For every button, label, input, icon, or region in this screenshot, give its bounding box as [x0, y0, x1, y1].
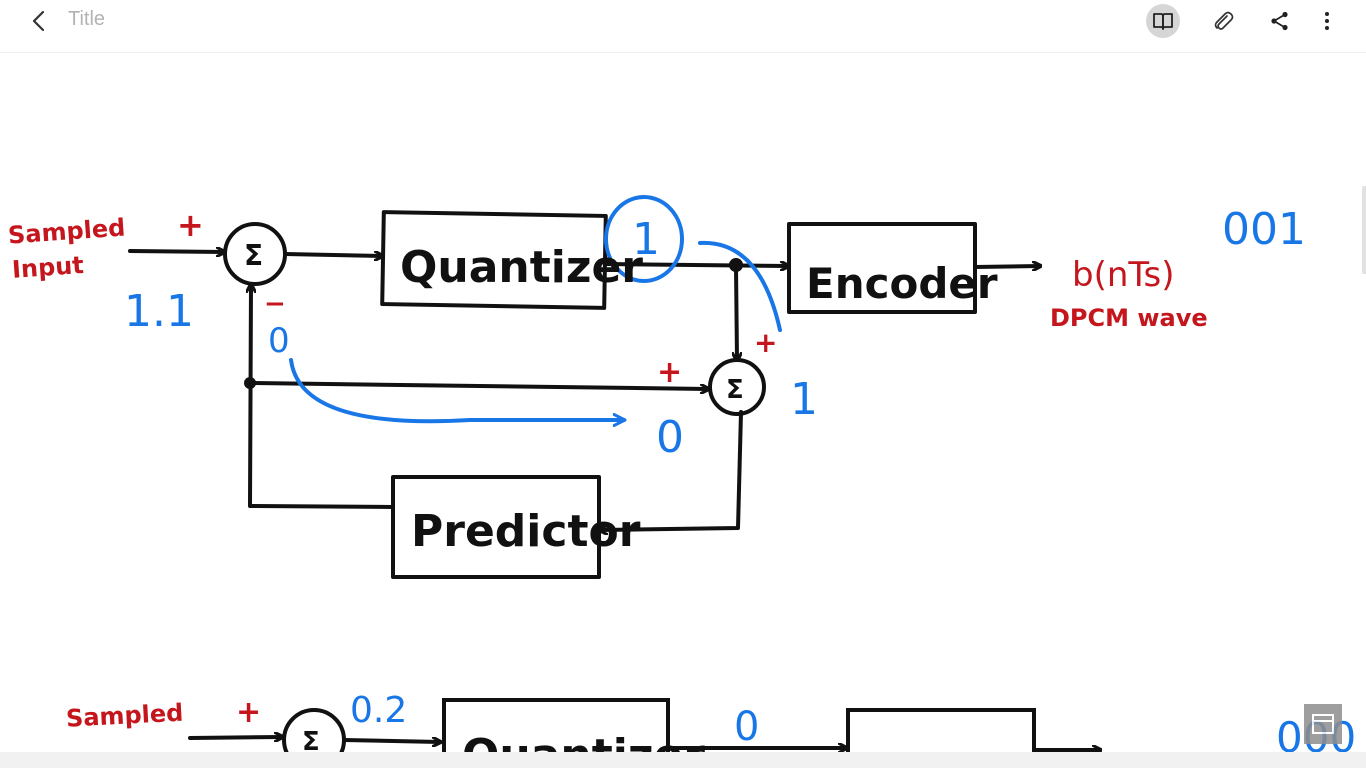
branch-to-sum2-arrow [736, 265, 737, 360]
predictor-label: Predictor [411, 506, 641, 557]
output-wave-label: DPCM wave [1050, 304, 1208, 332]
share-button[interactable] [1263, 4, 1297, 38]
bottom-quantizer-block [442, 698, 670, 752]
more-options-button[interactable] [1310, 4, 1344, 38]
bottom-strip [0, 752, 1366, 768]
scroll-handle[interactable] [1362, 186, 1366, 274]
input-value: 1.1 [124, 286, 194, 337]
top-toolbar: Title [0, 0, 1366, 53]
sum2-symbol: Σ [726, 375, 744, 405]
reading-mode-button[interactable] [1146, 4, 1180, 38]
more-vert-icon [1325, 12, 1329, 30]
predictor-to-sum1-arrow [250, 285, 395, 509]
bottom-encoder-block [846, 708, 1036, 752]
sum1-symbol: Σ [244, 239, 263, 272]
code-word: 001 [1222, 204, 1306, 255]
book-icon [1153, 13, 1173, 30]
blue-annotations-top [289, 195, 782, 421]
dpcm-diagram-top [128, 210, 1040, 579]
sum2-output-value: 1 [790, 374, 818, 425]
plus-sign-1: + [177, 206, 204, 244]
predictor-path-arrow [289, 358, 624, 421]
predictor-input-value: 0 [656, 412, 684, 463]
quantizer-to-encoder-arrow [604, 264, 788, 266]
page-thumbnail-icon [1312, 714, 1334, 734]
minus-sign-1: − [264, 289, 286, 319]
plus-sign-2a: + [754, 326, 777, 359]
bottom-sum-symbol: Σ [302, 727, 320, 752]
correction-stroke [698, 240, 782, 332]
note-title[interactable]: Title [68, 8, 106, 30]
attach-button[interactable] [1206, 4, 1240, 38]
input-label-line1: Sampled [7, 213, 126, 249]
sum-to-quantizer-arrow [283, 254, 382, 256]
sum2-to-predictor-arrow [600, 410, 743, 530]
dpcm-diagram-bottom [188, 698, 1102, 752]
quantizer-label: Quantizer [400, 242, 643, 293]
plus-sign-2b: + [657, 355, 682, 390]
page-thumbnail-button[interactable] [1304, 704, 1342, 744]
quantizer-output-value: 1 [632, 214, 660, 265]
input-label-line2: Input [11, 251, 85, 284]
bottom-quantizer-output: 0 [734, 704, 759, 750]
encoder-label: Encoder [806, 259, 998, 308]
quantizer-block [380, 210, 608, 310]
feedback-value: 0 [268, 321, 290, 361]
feedback-to-sum2-arrow [248, 381, 708, 389]
bottom-sum-to-quantizer-arrow [342, 740, 440, 742]
paperclip-icon [1214, 11, 1234, 30]
back-button[interactable] [22, 6, 56, 36]
encoder-output-arrow [973, 266, 1040, 267]
bottom-error-value: 0.2 [350, 690, 407, 731]
bottom-input-label: Sampled [65, 699, 184, 733]
bottom-plus-sign: + [236, 695, 261, 730]
input-arrow [128, 251, 224, 252]
bottom-quantizer-label: Quantizer [462, 730, 705, 752]
output-label: b(nTs) [1072, 255, 1175, 295]
quantizer-output-circle [604, 195, 684, 283]
bottom-input-arrow [188, 737, 282, 738]
note-canvas[interactable]: Sampled Input 1.1 + − Σ Quantizer 1 Enco… [0, 53, 1366, 752]
back-icon [32, 10, 45, 32]
predictor-block [391, 475, 601, 579]
share-icon [1271, 11, 1288, 31]
